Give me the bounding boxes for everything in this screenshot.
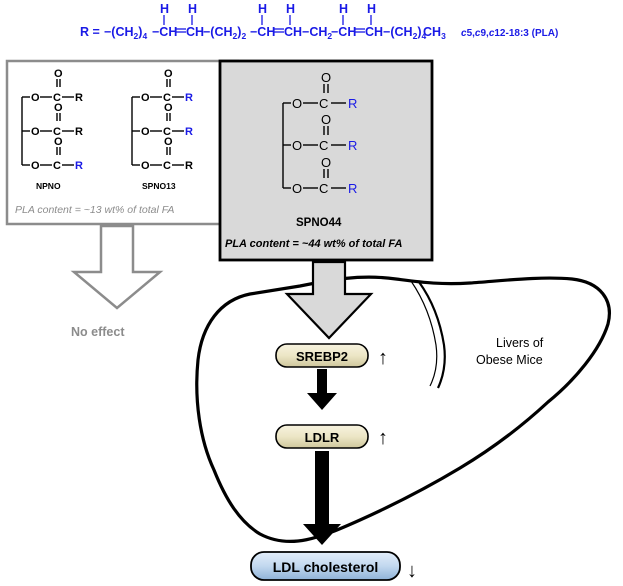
no-effect-arrow <box>70 224 164 310</box>
h-atom: H <box>188 2 197 16</box>
h-atom: H <box>160 2 169 16</box>
ldlr-pill <box>275 424 369 449</box>
npno-label: NPNO <box>36 181 61 191</box>
srebp2-up-arrow: ↑ <box>378 347 388 369</box>
spno13-label: SPNO13 <box>142 181 176 191</box>
svg-text:O: O <box>31 126 40 138</box>
svg-text:CH−CH2: CH−CH2 <box>284 25 332 41</box>
svg-text:O: O <box>164 102 173 114</box>
svg-text:CH3: CH3 <box>423 25 446 41</box>
liver-label-line1: Livers of <box>496 336 544 350</box>
svg-text:−CH: −CH <box>331 25 356 39</box>
ldlr-label: LDLR <box>305 430 340 445</box>
svg-text:O: O <box>164 68 173 80</box>
fatty-acid-formula: R = −(CH2)4 −CH CH −(CH2)2 −CH CH−CH2 −C… <box>80 2 446 41</box>
svg-text:O: O <box>54 68 63 80</box>
svg-text:−CH: −CH <box>250 25 275 39</box>
liver-outline <box>195 275 611 544</box>
spno44-arrow <box>284 260 374 340</box>
svg-text:R: R <box>348 138 357 153</box>
svg-text:−CH: −CH <box>152 25 177 39</box>
svg-text:O: O <box>292 96 302 111</box>
ldlr-up-arrow: ↑ <box>378 427 388 449</box>
srebp2-label: SREBP2 <box>296 349 348 364</box>
ldl-cholesterol-label: LDL cholesterol <box>273 559 379 575</box>
svg-text:R: R <box>185 92 193 104</box>
svg-text:O: O <box>141 160 150 172</box>
svg-text:CH: CH <box>186 25 204 39</box>
svg-text:O: O <box>321 70 331 85</box>
svg-text:R: R <box>75 92 83 104</box>
spno44-box <box>218 59 434 262</box>
svg-text:C: C <box>53 160 61 172</box>
svg-text:C: C <box>319 138 328 153</box>
svg-text:R: R <box>75 126 83 138</box>
formula-r-eq: R = <box>80 25 100 39</box>
ldl-cholesterol-pill <box>250 551 401 581</box>
svg-text:O: O <box>321 155 331 170</box>
svg-text:C: C <box>163 92 171 104</box>
svg-text:O: O <box>31 160 40 172</box>
isomer-label: c5,c9,c12-18:3 (PLA) <box>461 28 558 39</box>
srebp2-pill <box>275 343 369 368</box>
liver-lobe-line <box>418 281 446 389</box>
svg-text:O: O <box>292 138 302 153</box>
svg-text:O: O <box>54 102 63 114</box>
svg-text:C: C <box>319 181 328 196</box>
h-atom: H <box>367 2 376 16</box>
svg-text:O: O <box>141 92 150 104</box>
liver-label-line2: Obese Mice <box>476 353 543 367</box>
svg-text:C: C <box>53 92 61 104</box>
svg-text:R: R <box>348 96 357 111</box>
svg-text:O: O <box>321 112 331 127</box>
left-box <box>5 59 240 226</box>
svg-text:O: O <box>292 181 302 196</box>
left-box-pla-content: PLA content = ~13 wt% of total FA <box>15 204 174 216</box>
no-effect-label: No effect <box>71 325 125 339</box>
npno-structure: O C O R O C O R O C O R <box>21 68 83 172</box>
svg-text:R: R <box>185 126 193 138</box>
arrow-ldlr-to-ldl <box>303 451 341 545</box>
svg-text:C: C <box>53 126 61 138</box>
spno44-pla-content: PLA content = ~44 wt% of total FA <box>225 238 403 250</box>
svg-text:O: O <box>54 136 63 148</box>
svg-text:O: O <box>164 136 173 148</box>
arrow-srebp2-to-ldlr <box>307 369 337 410</box>
svg-text:−(CH2)4: −(CH2)4 <box>104 25 147 41</box>
svg-text:R: R <box>348 181 357 196</box>
svg-text:R: R <box>75 160 83 172</box>
svg-text:C: C <box>163 126 171 138</box>
spno13-structure: O C O R O C O R O C O R <box>131 68 193 172</box>
spno44-label: SPNO44 <box>296 217 342 229</box>
svg-text:O: O <box>31 92 40 104</box>
svg-text:C: C <box>163 160 171 172</box>
spno44-structure: O C O R O C O R O C O R <box>282 70 357 196</box>
svg-text:C: C <box>319 96 328 111</box>
svg-text:−(CH2)2: −(CH2)2 <box>203 25 246 41</box>
h-atom: H <box>286 2 295 16</box>
svg-text:O: O <box>141 126 150 138</box>
h-atom: H <box>339 2 348 16</box>
svg-text:R: R <box>185 160 193 172</box>
h-atom: H <box>258 2 267 16</box>
ldl-down-arrow: ↓ <box>407 560 417 582</box>
svg-text:CH−(CH2)4: CH−(CH2)4 <box>365 25 426 41</box>
